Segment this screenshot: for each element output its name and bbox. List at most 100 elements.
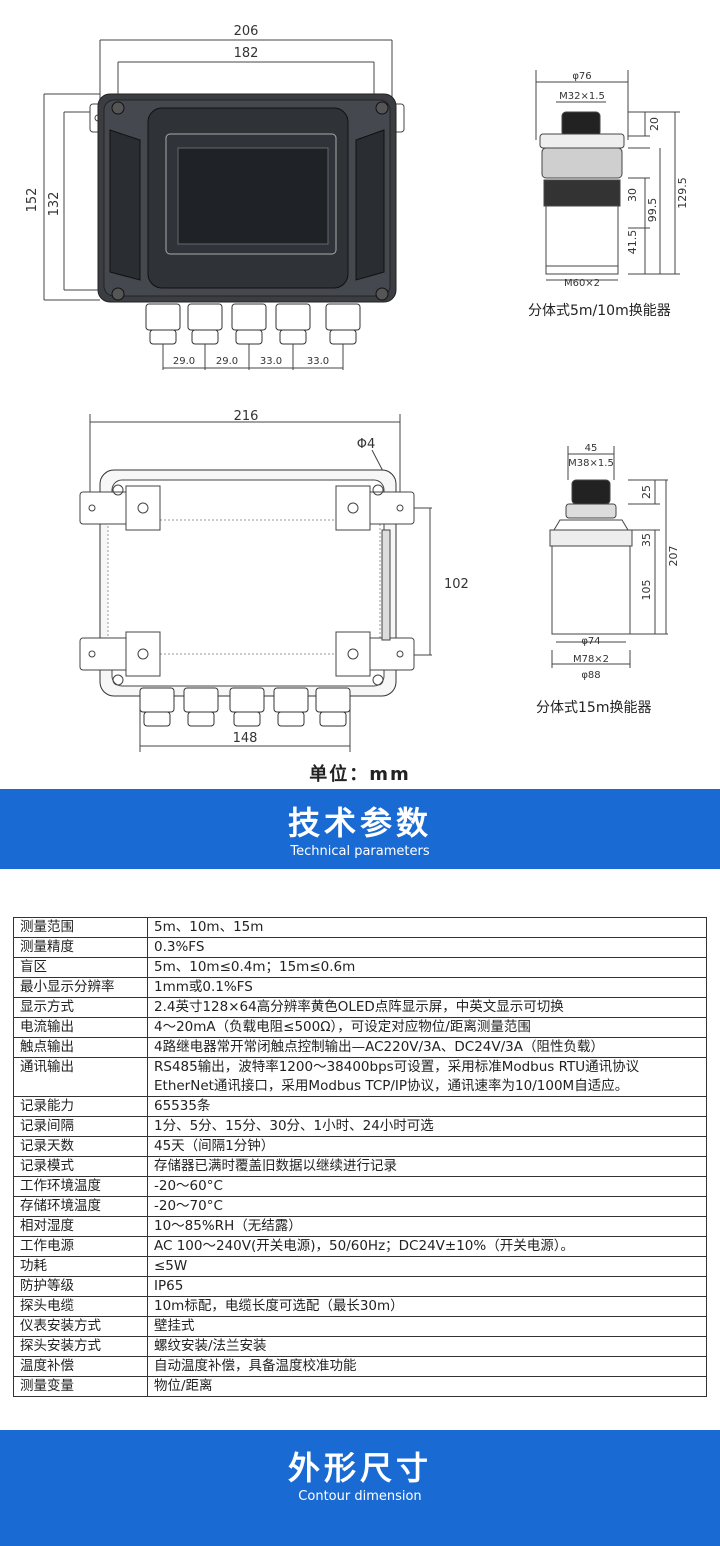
spec-key: 功耗: [13, 1256, 148, 1277]
spec-key: 相对湿度: [13, 1216, 148, 1237]
dim-hole: Φ4: [357, 437, 376, 452]
probe1-h20: 20: [648, 117, 661, 131]
spec-key: 测量精度: [13, 937, 148, 958]
table-row: 测量变量物位/距离: [13, 1376, 707, 1397]
probe1-bottom-thread: M60×2: [564, 278, 600, 289]
probe2-h105: 105: [640, 580, 653, 601]
spec-value: RS485输出，波特率1200～38400bps可设置，采用标准Modbus R…: [147, 1057, 707, 1097]
spec-value: 5m、10m、15m: [147, 917, 707, 938]
spec-key: 电流输出: [13, 1017, 148, 1038]
spec-value: ≤5W: [147, 1256, 707, 1277]
spec-value: 5m、10m≤0.4m；15m≤0.6m: [147, 957, 707, 978]
probe1-h41: 41.5: [626, 230, 639, 255]
spec-key: 防护等级: [13, 1276, 148, 1297]
spec-key: 触点输出: [13, 1037, 148, 1058]
section-title: 外形尺寸: [287, 1449, 432, 1487]
dimension-drawings: 206 182 152 132 216 Φ4 102 148 29.0 29.0…: [25, 24, 689, 752]
probe1-diameter: φ76: [572, 71, 591, 82]
dim-gap-3: 33.0: [260, 356, 282, 367]
spec-key: 仪表安装方式: [13, 1316, 148, 1337]
dim-182: 182: [234, 46, 259, 61]
dim-gap-2: 29.0: [216, 356, 238, 367]
spec-value: 0.3%FS: [147, 937, 707, 958]
spec-key: 温度补偿: [13, 1356, 148, 1377]
spec-value: 1mm或0.1%FS: [147, 977, 707, 998]
section-subtitle: Contour dimension: [298, 1489, 422, 1504]
dim-102: 102: [444, 577, 469, 592]
probe1-caption: 分体式5m/10m换能器: [528, 303, 671, 319]
table-row: 温度补偿自动温度补偿，具备温度校准功能: [13, 1356, 707, 1377]
spec-value-line: EtherNet通讯接口，采用Modbus TCP/IP协议，通讯速率为10/1…: [154, 1078, 629, 1094]
spec-key: 显示方式: [13, 997, 148, 1018]
spec-key: 记录能力: [13, 1096, 148, 1117]
spec-key: 记录模式: [13, 1156, 148, 1177]
spec-key: 通讯输出: [13, 1057, 148, 1097]
section-title: 技术参数: [287, 804, 432, 842]
probe2-diameter: 45: [585, 443, 598, 454]
table-row: 存储环境温度-20～70°C: [13, 1196, 707, 1217]
probe1-h99: 99.5: [646, 198, 659, 223]
table-row: 通讯输出 RS485输出，波特率1200～38400bps可设置，采用标准Modb…: [13, 1057, 707, 1097]
spec-value-line: RS485输出，波特率1200～38400bps可设置，采用标准Modbus R…: [154, 1059, 640, 1075]
dim-152: 152: [25, 188, 40, 213]
dim-148: 148: [233, 731, 258, 746]
spec-value: IP65: [147, 1276, 707, 1297]
spec-key: 测量变量: [13, 1376, 148, 1397]
dim-132: 132: [47, 192, 62, 217]
table-row: 探头安装方式螺纹安装/法兰安装: [13, 1336, 707, 1357]
spec-key: 探头安装方式: [13, 1336, 148, 1357]
spec-value: -20～70°C: [147, 1196, 707, 1217]
dim-206: 206: [234, 24, 259, 39]
back-view-drawing: [79, 414, 432, 752]
probe1-h129: 129.5: [676, 177, 689, 209]
spec-value: 4路继电器常开常闭触点控制输出—AC220V/3A、DC24V/3A（阻性负载）: [147, 1037, 707, 1058]
probe1-drawing: [535, 70, 680, 281]
spec-value: 存储器已满时覆盖旧数据以继续进行记录: [147, 1156, 707, 1177]
unit-label: 单位：mm: [309, 764, 411, 785]
spec-value: 10m标配，电缆长度可选配（最长30m）: [147, 1296, 707, 1317]
spec-value: 自动温度补偿，具备温度校准功能: [147, 1356, 707, 1377]
spec-key: 最小显示分辨率: [13, 977, 148, 998]
probe2-d88: φ88: [581, 670, 600, 681]
section-subtitle: Technical parameters: [290, 844, 430, 859]
probe2-h207: 207: [667, 546, 680, 567]
probe2-h35: 35: [640, 533, 653, 547]
table-row: 工作环境温度-20～60°C: [13, 1176, 707, 1197]
spec-value: 45天（间隔1分钟）: [147, 1136, 707, 1157]
spec-key: 测量范围: [13, 917, 148, 938]
spec-value: 4～20mA（负载电阻≤500Ω），可设定对应物位/距离测量范围: [147, 1017, 707, 1038]
spec-key: 盲区: [13, 957, 148, 978]
probe1-thread: M32×1.5: [559, 91, 605, 102]
spec-key: 记录天数: [13, 1136, 148, 1157]
spec-value: 10～85%RH（无结露）: [147, 1216, 707, 1237]
dim-216: 216: [234, 409, 259, 424]
spec-value: AC 100～240V(开关电源)，50/60Hz；DC24V±10%（开关电源…: [147, 1236, 707, 1257]
spec-key: 工作环境温度: [13, 1176, 148, 1197]
dim-gap-1: 29.0: [173, 356, 195, 367]
probe2-drawing: [549, 446, 668, 668]
table-row: 功耗≤5W: [13, 1256, 707, 1277]
spec-value: -20～60°C: [147, 1176, 707, 1197]
section-banner-contour: 外形尺寸 Contour dimension: [0, 1430, 720, 1546]
spec-value: 1分、5分、15分、30分、1小时、24小时可选: [147, 1116, 707, 1137]
spec-key: 存储环境温度: [13, 1196, 148, 1217]
spec-key: 探头电缆: [13, 1296, 148, 1317]
dim-gap-4: 33.0: [307, 356, 329, 367]
probe2-thread: M38×1.5: [568, 458, 614, 469]
front-view-drawing: [43, 39, 405, 370]
probe2-caption: 分体式15m换能器: [536, 700, 652, 716]
